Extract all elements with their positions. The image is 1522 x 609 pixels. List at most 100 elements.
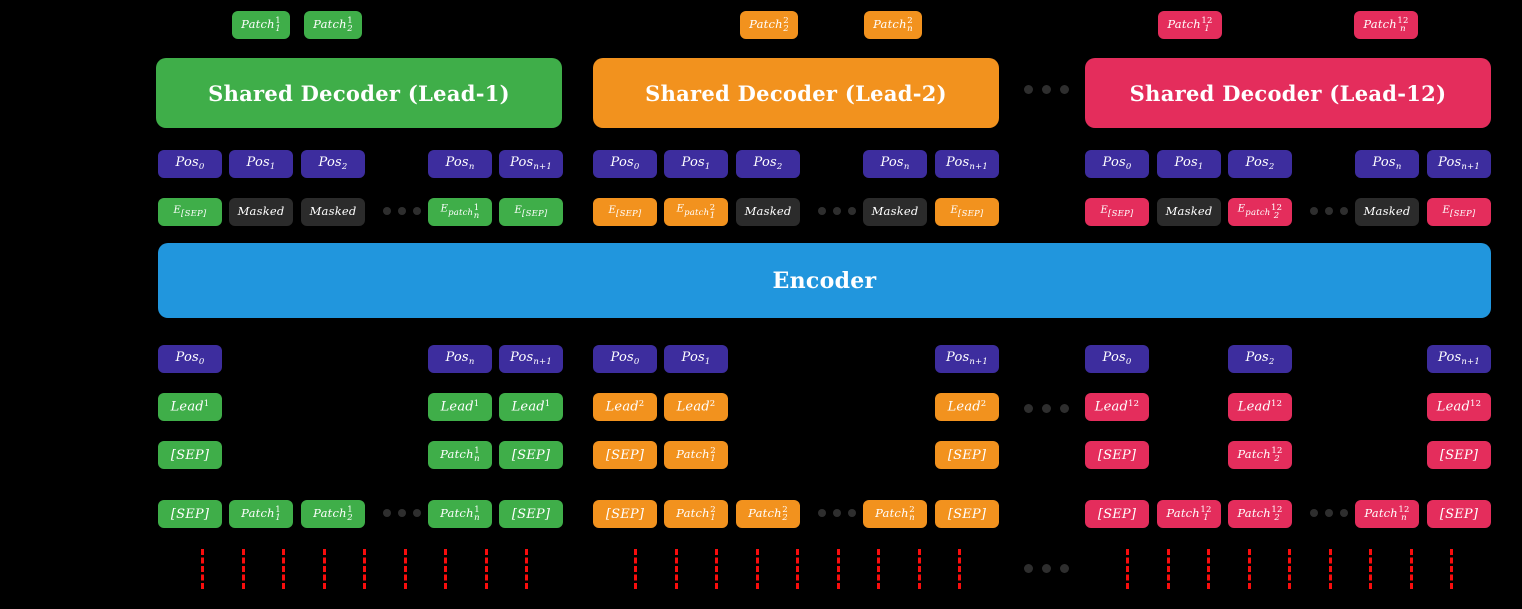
sequence-lead2-sep-start: [SEP] bbox=[593, 500, 657, 528]
encoder-token-lead12-sep-end: [SEP] bbox=[1427, 441, 1491, 469]
encoder-block[interactable]: Encoder bbox=[158, 243, 1491, 318]
decoder-pos-lead1-2: Pos2 bbox=[301, 150, 365, 178]
signal-tick-lead1-2 bbox=[242, 549, 245, 589]
shared-decoder-lead-12-label: Shared Decoder (Lead-12) bbox=[1129, 80, 1447, 106]
signal-tick-lead2-7 bbox=[877, 549, 880, 589]
signal-tick-lead12-6 bbox=[1329, 549, 1332, 589]
encoder-token-lead2-sep-start: [SEP] bbox=[593, 441, 657, 469]
decoder-emb-lead12-sep-end: E[SEP] bbox=[1427, 198, 1491, 226]
decoder-emb-lead1-sep-start: E[SEP] bbox=[158, 198, 222, 226]
signal-tick-lead1-1 bbox=[201, 549, 204, 589]
shared-decoder-lead-1-label: Shared Decoder (Lead-1) bbox=[208, 80, 510, 106]
signal-tick-lead2-5 bbox=[796, 549, 799, 589]
shared-decoder-lead-2-label: Shared Decoder (Lead-2) bbox=[645, 80, 947, 106]
decoder-emb-lead1-ellipsis-icon bbox=[383, 207, 421, 215]
shared-decoder-lead-1[interactable]: Shared Decoder (Lead-1) bbox=[156, 58, 562, 128]
encoder-pos-lead1-n1: Posn+1 bbox=[499, 345, 563, 373]
encoder-lead-lead2-n1: Lead2 bbox=[935, 393, 999, 421]
decoder-emb-lead12-masked-1: Masked bbox=[1157, 198, 1221, 226]
signal-tick-lead1-6 bbox=[404, 549, 407, 589]
decoder-emb-lead2-ellipsis-icon bbox=[818, 207, 856, 215]
sequence-lead1-sep-start: [SEP] bbox=[158, 500, 222, 528]
signal-tick-lead2-9 bbox=[958, 549, 961, 589]
shared-decoder-lead-12[interactable]: Shared Decoder (Lead-12) bbox=[1085, 58, 1491, 128]
encoder-lead-lead2-1: Lead2 bbox=[664, 393, 728, 421]
decoder-emb-lead12-sep-start: E[SEP] bbox=[1085, 198, 1149, 226]
decoder-emb-lead2-masked-1: Masked bbox=[736, 198, 800, 226]
signal-tick-lead12-5 bbox=[1288, 549, 1291, 589]
sequence-lead12-sep-end: [SEP] bbox=[1427, 500, 1491, 528]
encoder-pos-lead2-1: Pos1 bbox=[664, 345, 728, 373]
encoder-lead-lead12-n1: Lead12 bbox=[1427, 393, 1491, 421]
signal-tick-lead12-7 bbox=[1369, 549, 1372, 589]
decoder-pos-lead1-1: Pos1 bbox=[229, 150, 293, 178]
encoder-pos-lead12-2: Pos2 bbox=[1228, 345, 1292, 373]
signal-tick-lead1-7 bbox=[444, 549, 447, 589]
sequence-lead2-sep-end: [SEP] bbox=[935, 500, 999, 528]
shared-decoder-lead-2[interactable]: Shared Decoder (Lead-2) bbox=[593, 58, 999, 128]
sequence-lead1-ellipsis-icon bbox=[383, 509, 421, 517]
signal-tick-lead12-2 bbox=[1167, 549, 1170, 589]
decoder-pos-lead12-n: Posn bbox=[1355, 150, 1419, 178]
decoder-emb-lead2-sep-end: E[SEP] bbox=[935, 198, 999, 226]
signal-tick-lead1-5 bbox=[363, 549, 366, 589]
sequence-lead12-ellipsis-icon bbox=[1310, 509, 1348, 517]
decoder-pos-lead12-1: Pos1 bbox=[1157, 150, 1221, 178]
sequence-lead2-ellipsis-icon bbox=[818, 509, 856, 517]
signal-tick-lead2-8 bbox=[918, 549, 921, 589]
signal-tick-lead12-8 bbox=[1410, 549, 1413, 589]
signal-tick-lead2-6 bbox=[837, 549, 840, 589]
decoder-pos-lead1-n: Posn bbox=[428, 150, 492, 178]
signal-tick-lead12-3 bbox=[1207, 549, 1210, 589]
encoder-pos-lead2-0: Pos0 bbox=[593, 345, 657, 373]
decoder-pos-lead2-1: Pos1 bbox=[664, 150, 728, 178]
signal-tick-lead2-1 bbox=[634, 549, 637, 589]
decoder-row-ellipsis-icon bbox=[1024, 85, 1069, 94]
decoder-pos-lead2-0: Pos0 bbox=[593, 150, 657, 178]
encoder-pos-lead12-0: Pos0 bbox=[1085, 345, 1149, 373]
decoder-pos-lead1-0: Pos0 bbox=[158, 150, 222, 178]
decoder-emb-lead1-masked-1: Masked bbox=[229, 198, 293, 226]
sequence-row-ellipsis-icon bbox=[1024, 564, 1069, 573]
encoder-token-lead12-sep-start: [SEP] bbox=[1085, 441, 1149, 469]
encoder-lead-lead1-0: Lead1 bbox=[158, 393, 222, 421]
signal-tick-lead1-4 bbox=[323, 549, 326, 589]
decoder-pos-lead2-n1: Posn+1 bbox=[935, 150, 999, 178]
decoder-emb-lead1-sep-end: E[SEP] bbox=[499, 198, 563, 226]
signal-tick-lead1-8 bbox=[485, 549, 488, 589]
encoder-token-lead1-sep-end: [SEP] bbox=[499, 441, 563, 469]
signal-tick-lead12-4 bbox=[1248, 549, 1251, 589]
decoder-pos-lead12-n1: Posn+1 bbox=[1427, 150, 1491, 178]
signal-tick-lead1-9 bbox=[525, 549, 528, 589]
signal-tick-lead2-2 bbox=[675, 549, 678, 589]
decoder-emb-lead2-sep-start: E[SEP] bbox=[593, 198, 657, 226]
decoder-emb-lead12-masked-2: Masked bbox=[1355, 198, 1419, 226]
encoder-lead-lead12-2: Lead12 bbox=[1228, 393, 1292, 421]
decoder-emb-lead1-masked-2: Masked bbox=[301, 198, 365, 226]
encoder-token-lead2-sep-end: [SEP] bbox=[935, 441, 999, 469]
decoder-emb-lead12-ellipsis-icon bbox=[1310, 207, 1348, 215]
signal-tick-lead12-1 bbox=[1126, 549, 1129, 589]
sequence-lead12-sep-start: [SEP] bbox=[1085, 500, 1149, 528]
encoder-lead-lead1-n1: Lead1 bbox=[499, 393, 563, 421]
